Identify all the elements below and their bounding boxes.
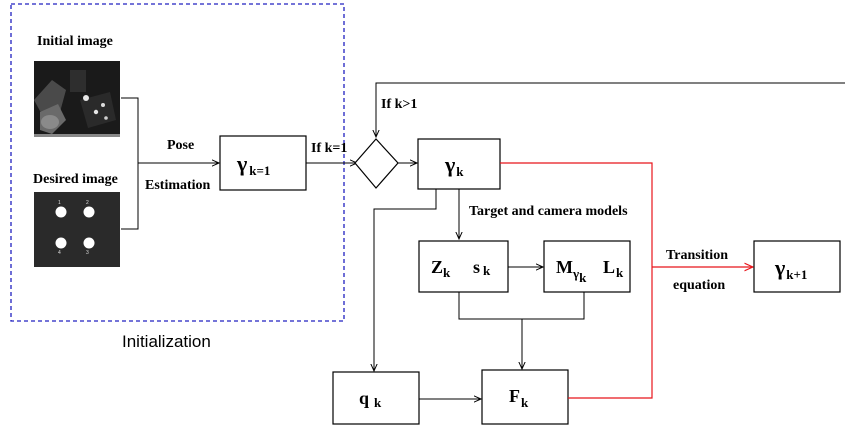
- z-s-box: [418, 240, 509, 293]
- gamma-next-label: γk+1: [774, 255, 807, 282]
- equation-label: equation: [673, 278, 725, 293]
- gamma-k-label: γk: [444, 152, 464, 179]
- initialization-caption: Initialization: [122, 332, 211, 351]
- gamma-k-box: [417, 138, 501, 190]
- m-l-box: [543, 240, 631, 293]
- desired-point-label: 2: [86, 200, 89, 206]
- desired-image-label: Desired image: [33, 172, 118, 187]
- if-k-greater-1-label: If k>1: [381, 97, 417, 112]
- feedback-loop-line: [376, 82, 845, 137]
- q-k-box: [332, 371, 420, 425]
- desired-image-thumbnail: 1 2 4 3: [34, 192, 120, 267]
- decision-diamond: [354, 138, 399, 189]
- models-label: Target and camera models: [469, 204, 628, 219]
- desired-point-label: 3: [86, 250, 89, 256]
- estimation-label: Estimation: [145, 178, 211, 193]
- gamma-next-box: [753, 240, 841, 293]
- if-k-equals-1-label: If k=1: [311, 141, 347, 156]
- transition-loop-line: [500, 162, 653, 399]
- gamma-init-box: [219, 135, 307, 191]
- arrow-to-q-box: [374, 189, 437, 371]
- l-k-label: Lk: [603, 257, 624, 280]
- pose-label: Pose: [167, 138, 194, 153]
- initial-image-label: Initial image: [37, 34, 113, 49]
- z-k-label: Zk: [431, 257, 451, 280]
- f-k-box: [481, 369, 569, 425]
- f-k-label: Fk: [509, 386, 529, 410]
- m-gamma-k-label: Mγk: [556, 257, 587, 285]
- desired-point-label: 4: [58, 250, 61, 256]
- transition-label: Transition: [666, 248, 728, 263]
- merge-line: [458, 292, 585, 320]
- images-bracket: [121, 97, 139, 230]
- initial-image-thumbnail: [34, 61, 120, 137]
- desired-point-label: 1: [58, 200, 61, 206]
